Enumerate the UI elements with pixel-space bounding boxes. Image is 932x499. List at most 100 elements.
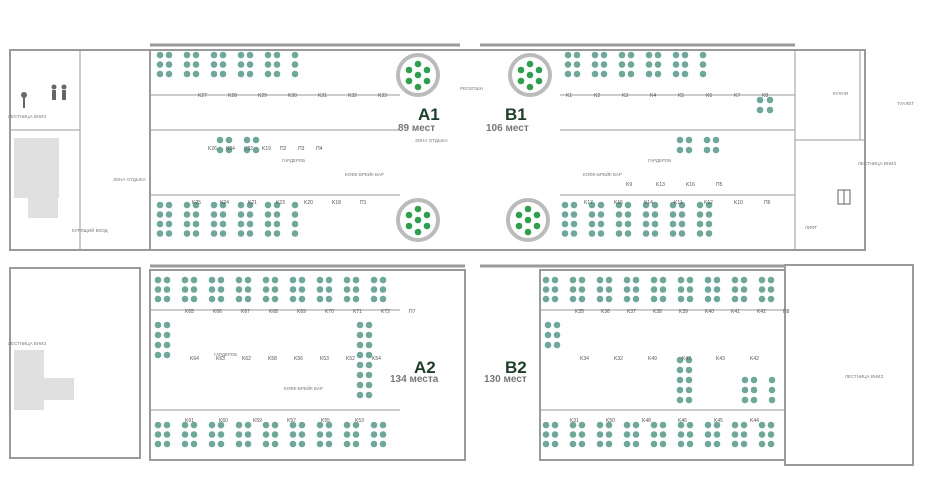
- seat-a2-bottom: [352, 421, 360, 429]
- seat-b2-bottom: [578, 421, 586, 429]
- seat-b2-bottom: [632, 440, 640, 448]
- seat-b2-top: [740, 286, 748, 293]
- room-label-a2-top: K66: [213, 309, 222, 315]
- zone-a2-capacity: 134 места: [390, 374, 439, 385]
- seat-a2-bottom: [271, 431, 279, 438]
- seat-a1-mid: [225, 146, 233, 154]
- seat-a2-bottom: [190, 440, 198, 448]
- room-label-a1-top: K29: [258, 93, 267, 99]
- seat-b1-bottom: [570, 211, 578, 218]
- round-table-a1-bottom-seat: [423, 222, 431, 230]
- seat-a2-top: [217, 286, 225, 293]
- seat-b2-top: [686, 276, 694, 284]
- seat-b1-top: [654, 61, 662, 68]
- round-tables: [396, 53, 552, 242]
- seat-b2-mid: [676, 356, 684, 364]
- seat-a1-bottom: [237, 220, 245, 228]
- seat-b2-bottom: [686, 440, 694, 448]
- round-table-b1-bottom-ring: [506, 198, 550, 242]
- room-label-b1-top: K1: [566, 93, 572, 99]
- seat-a2-top: [217, 295, 225, 303]
- seat-b2-right: [750, 376, 758, 384]
- room-label-b2-top: K39: [679, 309, 688, 315]
- seat-b1-top: [699, 61, 707, 68]
- seat-b2-mid: [676, 386, 684, 394]
- seat-a2-top: [262, 295, 270, 303]
- elevator-icon: [837, 189, 851, 205]
- seat-b2-top: [713, 276, 721, 284]
- seat-a2-top: [163, 286, 171, 293]
- seat-b2-left: [544, 331, 552, 339]
- room-label-b1-bottom: K17: [584, 200, 593, 206]
- seat-a1-top: [264, 70, 272, 78]
- seat-b2-top: [704, 276, 712, 284]
- seat-a2-bottom: [244, 440, 252, 448]
- seat-a2-top: [316, 286, 324, 293]
- seat-b2-bottom: [659, 431, 667, 438]
- room-label-a2-top: K70: [325, 309, 334, 315]
- seat-b1-top: [672, 70, 680, 78]
- room-label-a1-mid: П3: [298, 146, 305, 152]
- room-label-b2-top: П8: [783, 309, 790, 315]
- room-label-b1-bottom: K15: [614, 200, 623, 206]
- round-table-a1-top-seat: [423, 66, 431, 74]
- seat-b2-left: [553, 321, 561, 329]
- seat-grid: [154, 51, 776, 448]
- room-label-b1-top: K8: [762, 93, 768, 99]
- round-table-a1-top-seat: [423, 77, 431, 85]
- room-label-a1-top: K30: [288, 93, 297, 99]
- seat-b2-bottom: [740, 440, 748, 448]
- seat-a2-bottom: [262, 440, 270, 448]
- seat-a1-bottom: [246, 201, 254, 209]
- seat-b2-right: [768, 386, 776, 394]
- seat-b2-top: [596, 295, 604, 303]
- room-label-a1-bottom: K20: [304, 200, 313, 206]
- seat-b1-bottom: [696, 211, 704, 218]
- seat-b2-bottom: [740, 431, 748, 438]
- seat-a2-top: [235, 276, 243, 284]
- label-stairs-b: ЛЕСТНИЦА ВНИЗ: [8, 341, 46, 346]
- seat-b1-bottom: [615, 211, 623, 218]
- seat-a2-bottom: [325, 421, 333, 429]
- seat-b2-bottom: [605, 431, 613, 438]
- room-label-b1-top: K7: [734, 93, 740, 99]
- seat-b2-bottom: [596, 431, 604, 438]
- room-label-a1-bottom: П1: [360, 200, 367, 206]
- seat-b1-top: [645, 61, 653, 68]
- seat-b1-top: [591, 61, 599, 68]
- seat-a1-top: [156, 61, 164, 68]
- seat-b2-top: [758, 286, 766, 293]
- room-label-b2-mid: K47: [682, 356, 691, 362]
- room-label-b2-mid: K34: [580, 356, 589, 362]
- label-stairs-c: ЛЕСТНИЦА ВНИЗ: [858, 161, 896, 166]
- seat-b1-top: [681, 51, 689, 59]
- seat-a1-mid: [216, 136, 224, 144]
- seat-a1-top: [237, 70, 245, 78]
- seat-a2-right: [365, 381, 373, 389]
- room-label-a2-mid: K63: [216, 356, 225, 362]
- seat-a1-top: [291, 61, 299, 68]
- seat-b2-top: [659, 276, 667, 284]
- seat-a1-bottom: [237, 230, 245, 237]
- seat-a2-top: [181, 295, 189, 303]
- seat-a1-top: [156, 70, 164, 78]
- seat-b1-side: [766, 106, 774, 114]
- seat-a2-top: [262, 286, 270, 293]
- seat-a2-right: [356, 321, 364, 329]
- seat-a1-mid: [243, 146, 251, 154]
- seat-b2-mid: [685, 396, 693, 404]
- seat-b1-bottom: [669, 230, 677, 237]
- seat-b2-bottom: [650, 431, 658, 438]
- seat-a2-left: [154, 351, 162, 359]
- seat-b1-top: [654, 70, 662, 78]
- seat-b2-top: [623, 286, 631, 293]
- toilet-icon: [51, 84, 67, 100]
- round-table-b1-top-seat: [526, 83, 534, 91]
- room-label-b1-mid: П5: [716, 182, 723, 188]
- seat-a1-bottom: [210, 230, 218, 237]
- seat-a2-bottom: [298, 440, 306, 448]
- seat-a2-top: [154, 276, 162, 284]
- seat-a2-bottom: [298, 431, 306, 438]
- room-label-b2-mid: K42: [750, 356, 759, 362]
- seat-b2-left: [553, 331, 561, 339]
